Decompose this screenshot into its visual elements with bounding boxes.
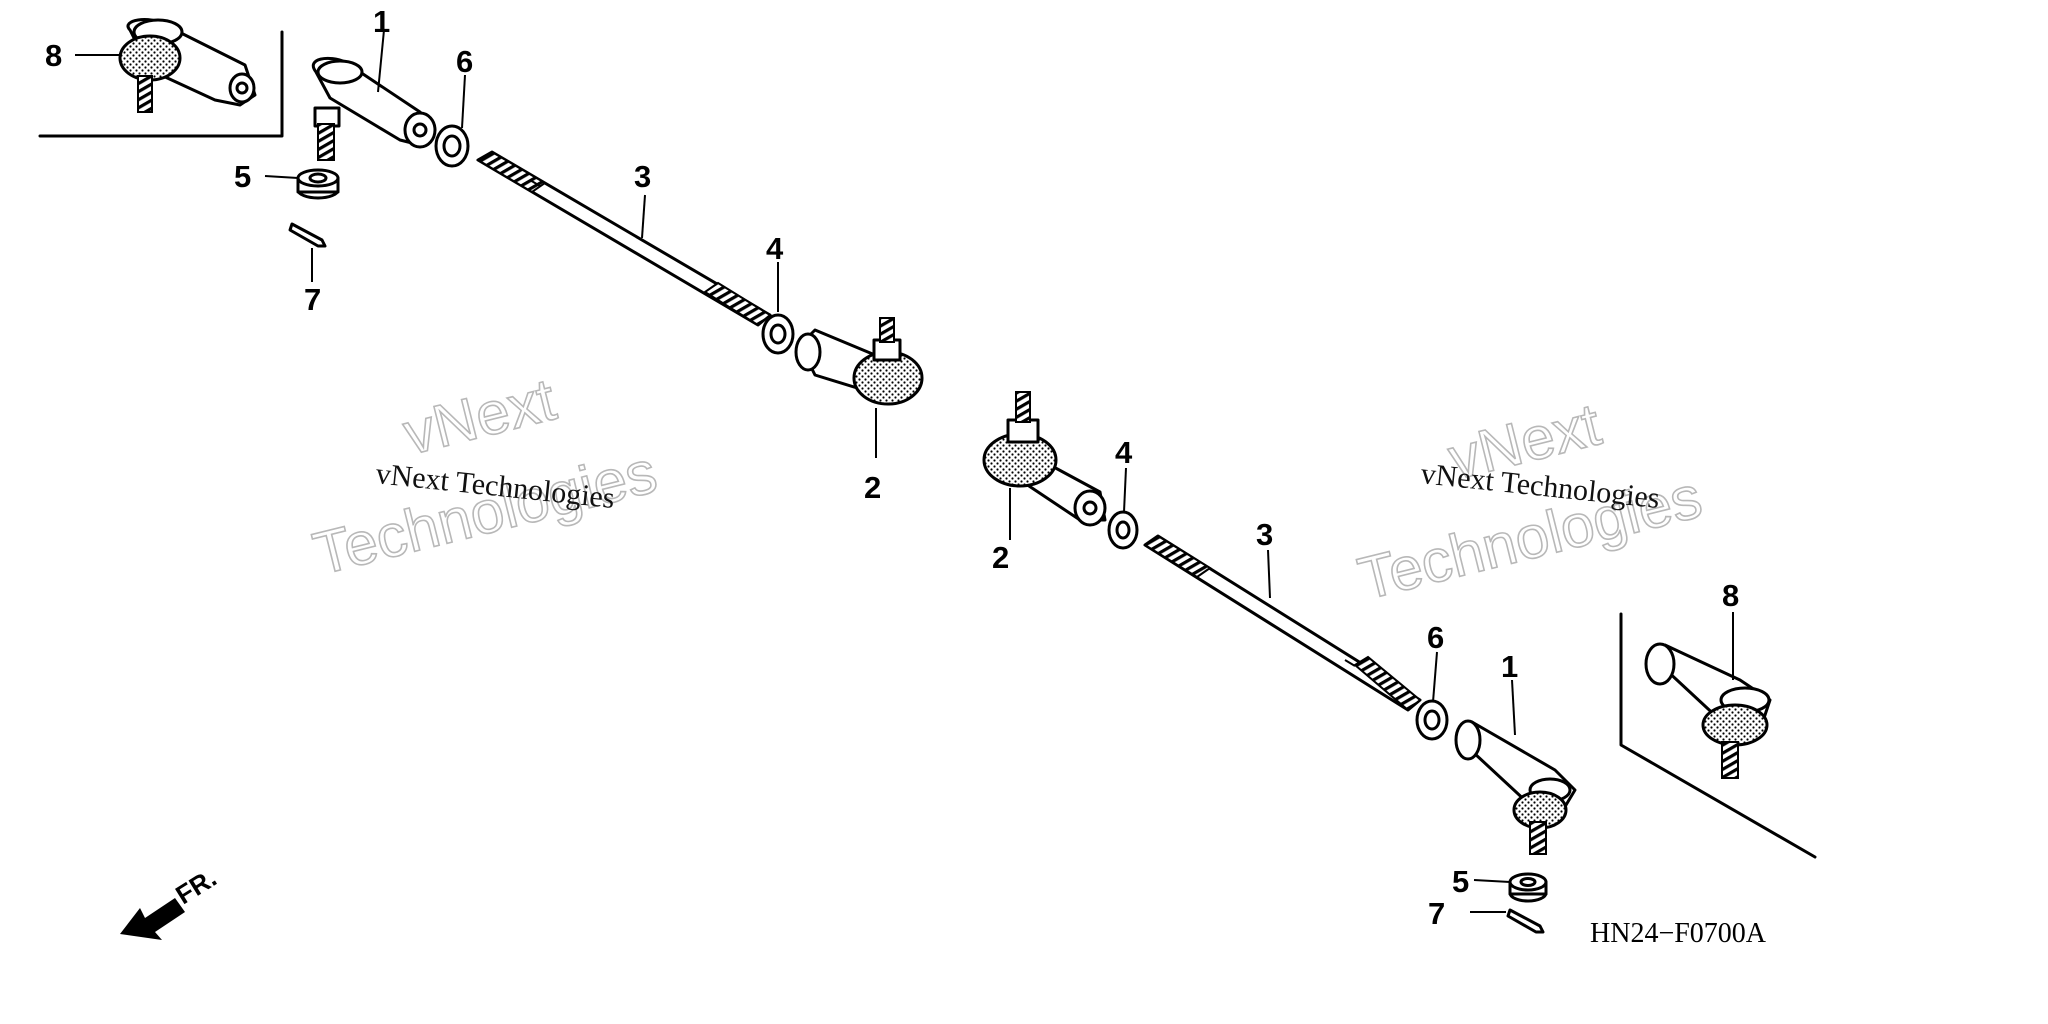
lock-nut-right: [1415, 699, 1449, 741]
watermark-right: vNext Technologies vNext Technologies: [1351, 390, 1709, 614]
callout-8-left: 8: [45, 38, 62, 73]
callout-1-left: 1: [373, 4, 390, 39]
ball-joint-right: [982, 391, 1107, 527]
tie-rod-end-left: [311, 56, 437, 161]
callout-5-right: 5: [1452, 864, 1469, 899]
alt-tie-rod-end-left: [118, 18, 257, 113]
callout-7-right: 7: [1428, 896, 1445, 931]
callout-7-left: 7: [304, 282, 321, 317]
tie-rod-end-right: [1454, 719, 1577, 855]
cotter-pin-left: [288, 222, 327, 248]
callout-6-right: 6: [1427, 620, 1444, 655]
rod-left: [476, 150, 772, 327]
inset-frame-right: [1619, 612, 1817, 859]
lock-nut-left: [434, 124, 470, 168]
nut-right: [1107, 510, 1139, 550]
callout-2-right: 2: [992, 540, 1009, 575]
watermark-big-line1: vNext: [397, 365, 562, 467]
callout-3-left: 3: [634, 159, 651, 194]
callout-4-right: 4: [1115, 435, 1133, 470]
castle-nut-right: [1508, 872, 1548, 903]
nut-left: [761, 313, 795, 355]
castle-nut-left: [296, 168, 340, 200]
watermark-left: vNext Technologies vNext Technologies: [306, 365, 664, 589]
rod-right: [1143, 534, 1422, 712]
ball-joint-left: [794, 317, 924, 406]
callout-5-left: 5: [234, 159, 251, 194]
inset-frame-left: [38, 30, 284, 138]
callouts: 8 1 6 5 7 3 4 2 2 4 3 6 1 5 7 8: [45, 4, 1739, 931]
callout-3-right: 3: [1256, 517, 1273, 552]
front-direction-arrow: FR.: [120, 862, 222, 940]
diagram-code: HN24−F0700A: [1590, 918, 1767, 949]
callout-1-right: 1: [1501, 649, 1518, 684]
cotter-pin-right: [1506, 908, 1545, 934]
alt-tie-rod-end-right: [1644, 642, 1772, 779]
callout-4-left: 4: [766, 231, 784, 266]
leader-lines: [75, 29, 1734, 913]
callout-6-left: 6: [456, 44, 473, 79]
callout-2-left: 2: [864, 470, 881, 505]
callout-8-right: 8: [1722, 578, 1739, 613]
